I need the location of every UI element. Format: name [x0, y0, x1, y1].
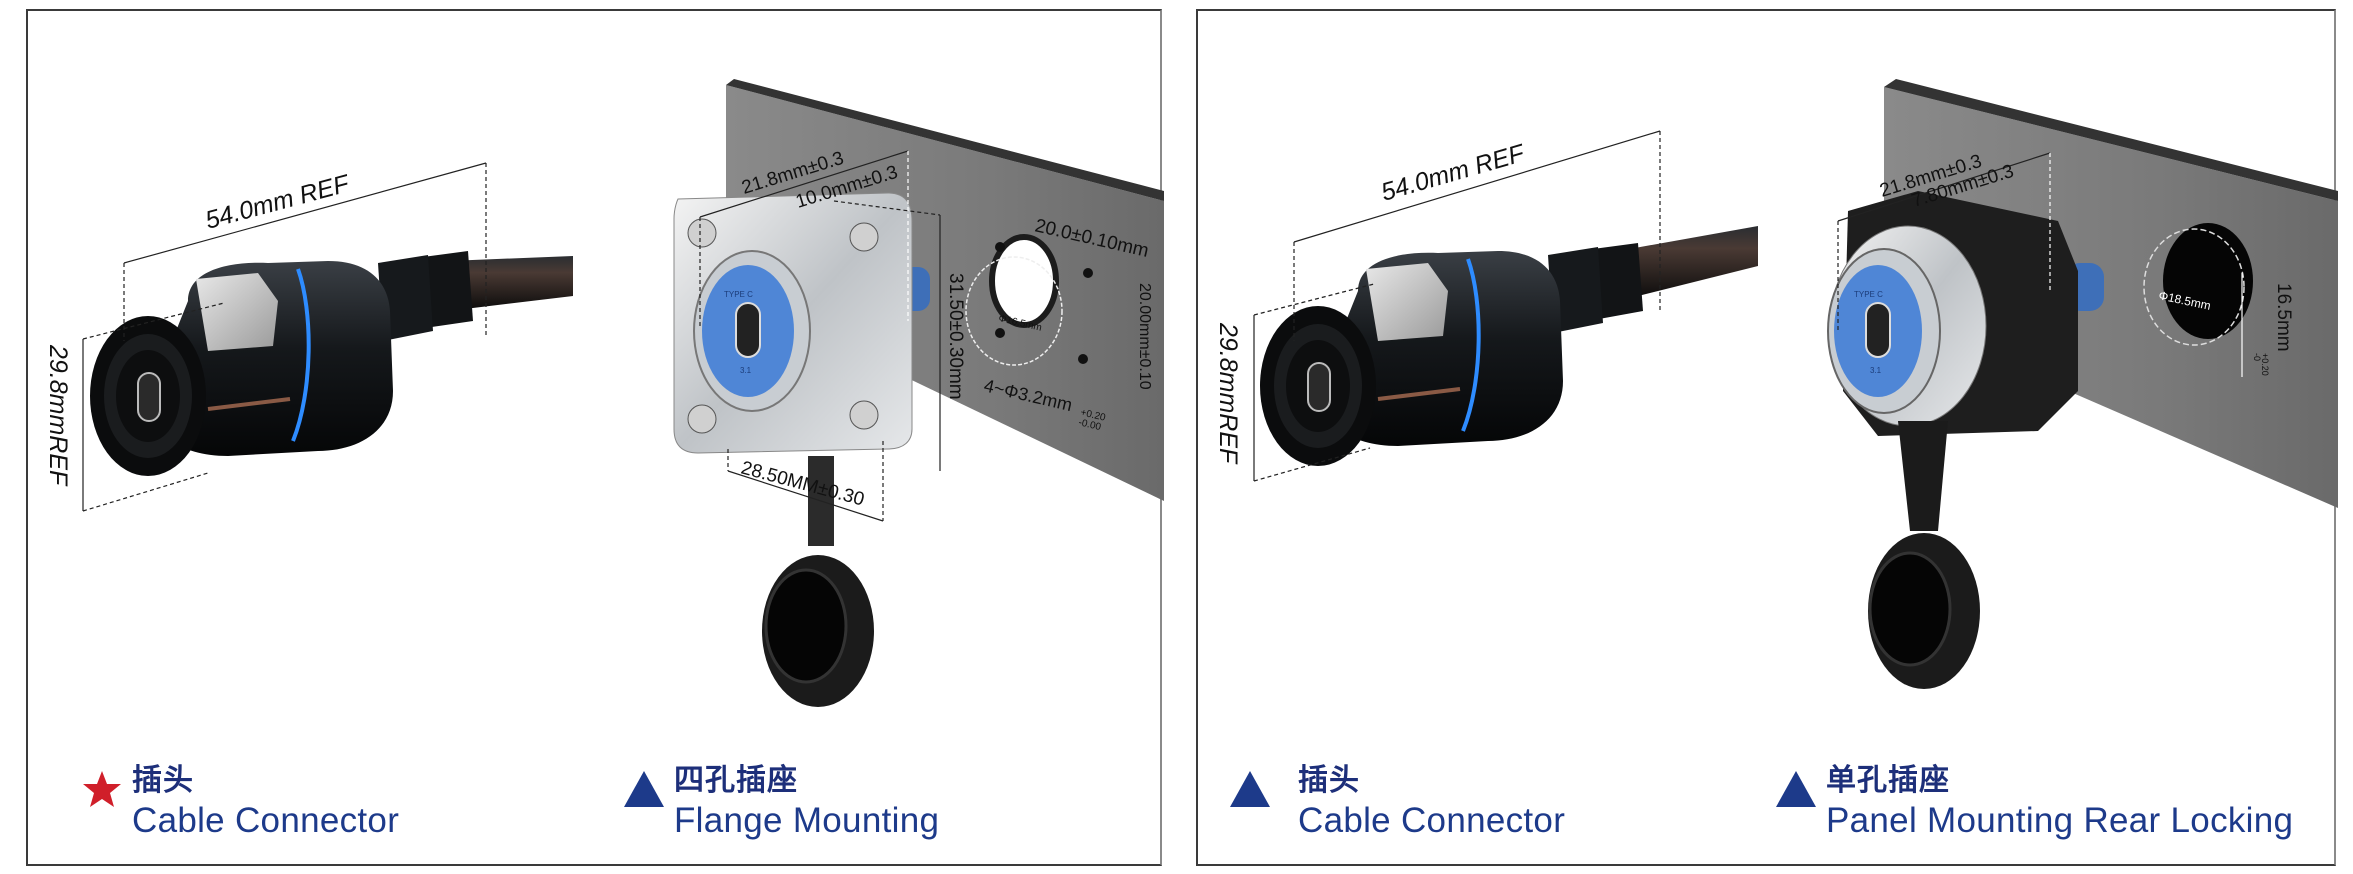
flange-dimension-lines	[699, 150, 941, 522]
flange-illustration: 54.0mm REF 29.8mmREF TYPE C 3.1	[44, 79, 1164, 707]
star-icon	[83, 771, 121, 807]
dim-flange-height: 31.50±0.30mm	[945, 273, 966, 400]
caption-title-zh: 插头	[132, 763, 194, 798]
product-panel-rear-locking: 54.0mm REF 29.8mmREF TYPE C 3.1	[1196, 9, 2338, 866]
dim-flat: 16.5mm	[2273, 283, 2294, 352]
caption-cable-connector: 插头 Cable Connector	[1228, 763, 1565, 843]
caption-flange-mounting: 四孔插座 Flange Mounting	[622, 763, 939, 843]
cable-connector-dimensions	[1253, 130, 1661, 482]
dim-hole-spacing-v: 20.00mm±0.10	[1136, 283, 1153, 390]
caption-title-en: Cable Connector	[1298, 801, 1566, 840]
caption-title-zh: 单孔插座	[1826, 763, 1950, 798]
version-label: 3.1	[740, 366, 752, 375]
dim-height: 29.8mmREF	[44, 344, 72, 487]
mounting-plate	[726, 79, 1164, 501]
version-label: 3.1	[1870, 366, 1882, 375]
triangle-icon	[1230, 771, 1270, 807]
product-panel-flange: 54.0mm REF 29.8mmREF TYPE C 3.1	[26, 9, 1164, 866]
rear-locking-receptacle-image: TYPE C 3.1	[1827, 191, 2104, 689]
dim-flange-width: 28.50MM±0.30	[739, 458, 867, 511]
caption-cable-connector: 插头 Cable Connector	[80, 763, 399, 843]
dim-length: 54.0mm REF	[1378, 139, 1529, 207]
dim-flat-tol-plus: +0.20	[2260, 353, 2270, 376]
dim-mount-holes-tol-minus: -0.00	[1077, 417, 1102, 433]
dim-flat-tol-minus: -0	[2252, 353, 2262, 361]
dim-height: 29.8mmREF	[1214, 322, 1242, 465]
rear-locking-dimension-lines	[1837, 152, 2243, 377]
cable-connector-image	[90, 251, 573, 476]
dim-length: 54.0mm REF	[202, 169, 353, 235]
type-c-label: TYPE C	[1854, 290, 1883, 299]
caption-title-en: Cable Connector	[132, 801, 400, 840]
cable-connector-image	[1260, 226, 1758, 466]
rear-locking-illustration: 54.0mm REF 29.8mmREF TYPE C 3.1	[1214, 79, 2338, 689]
triangle-icon	[624, 771, 664, 807]
caption-title-en: Panel Mounting Rear Locking	[1826, 801, 2294, 840]
caption-panel-mounting-rear-locking: 单孔插座 Panel Mounting Rear Locking	[1774, 763, 2293, 843]
triangle-icon	[1776, 771, 1816, 807]
caption-title-zh: 四孔插座	[674, 763, 798, 798]
type-c-label: TYPE C	[724, 290, 753, 299]
mounting-plate	[1884, 79, 2338, 508]
caption-title-zh: 插头	[1298, 763, 1360, 798]
caption-title-en: Flange Mounting	[674, 801, 940, 840]
flange-receptacle-image: TYPE C 3.1	[673, 192, 930, 707]
cable-connector-dimensions	[82, 162, 487, 512]
